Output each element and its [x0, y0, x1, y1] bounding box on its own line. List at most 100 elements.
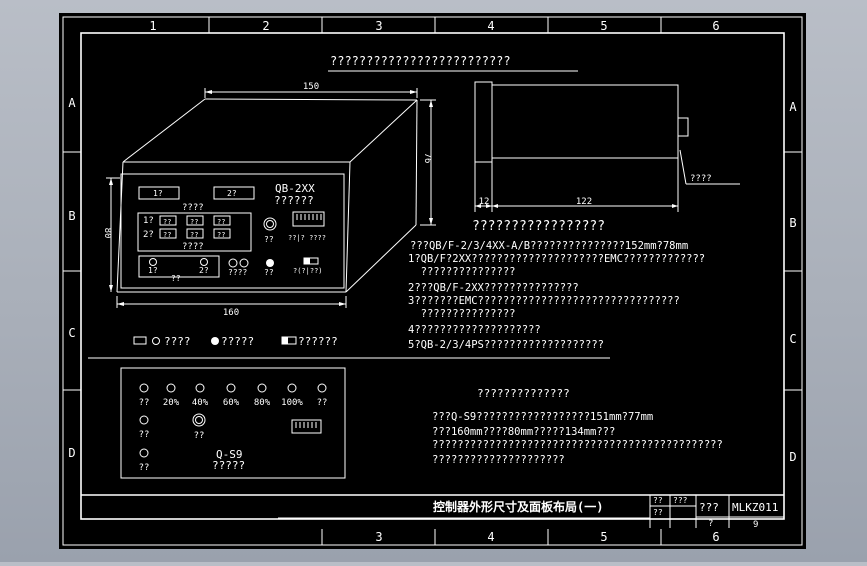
right-zone-strip: A B C D [784, 100, 802, 464]
title-cell-2: ??? [673, 496, 688, 505]
knob-label: ?? [264, 235, 274, 244]
drawing-code: MLKZ011 [732, 501, 778, 514]
meter-2-label: 2? [227, 189, 237, 198]
zone-bottom-4: 4 [487, 530, 494, 544]
zone-col-2: 2 [262, 19, 269, 33]
cell-r2c1: ?? [163, 231, 171, 239]
row-1-label: 1? [143, 216, 154, 226]
dim-front-height-left: 80 [102, 228, 112, 239]
spec1-line-5: 3???????EMC?????????????????????????????… [408, 295, 680, 307]
cell-r2c3: ?? [217, 231, 225, 239]
qs9-knob: ?? [194, 431, 205, 441]
controller-side-view [474, 81, 740, 212]
zone-row-a-right: A [789, 100, 797, 114]
cell-r2c2: ?? [190, 231, 198, 239]
qs9-label-5: 80% [254, 398, 271, 408]
bottom-zone-strip: 3 4 5 6 [321, 529, 720, 545]
qs9-model: Q-S9 [216, 448, 243, 461]
spec1-line-7: 4???????????????????? [408, 324, 541, 336]
cell-r1c3: ?? [217, 218, 225, 226]
front-model-sub: ?????? [274, 194, 314, 207]
title-block [81, 494, 784, 528]
qs9-label-4: 60% [223, 398, 240, 408]
dim-side-front: 12 [479, 197, 490, 207]
zone-bottom-5: 5 [600, 530, 607, 544]
zone-col-5: 5 [600, 19, 607, 33]
controller-isometric [106, 88, 436, 308]
qs9-label-7: ?? [317, 398, 328, 408]
spec2-line-4: ????????????????????? [432, 454, 565, 466]
drawing-title: 控制器外形尺寸及面板布局(一) [433, 499, 603, 514]
cell-r1c1: ?? [163, 218, 171, 226]
spec1-heading: ????????????????? [472, 219, 605, 234]
qs9-label-1: ?? [139, 398, 150, 408]
zone-row-c-right: C [789, 332, 796, 346]
spec1-line-6: ??????????????? [408, 308, 515, 320]
front-panel-qb [137, 186, 325, 278]
left-zone-strip: A B C D [63, 96, 81, 460]
meter-1-label: 1? [153, 189, 163, 198]
spec1-line-1: ???QB/F-2/3/4XX-A/B???????????????152mm?… [410, 240, 688, 252]
outer-frame [62, 16, 803, 546]
qs9-label-3: 40% [192, 398, 209, 408]
spec2-line-3: ????????????????????????????????????????… [432, 439, 723, 451]
zone-col-4: 4 [487, 19, 494, 33]
zone-col-3: 3 [375, 19, 382, 33]
title-cell-1: ?? [653, 496, 663, 505]
sheet-background [59, 13, 806, 549]
zone-row-d-right: D [789, 450, 796, 464]
zone-col-1: 1 [149, 19, 156, 33]
zone-bottom-6: 6 [712, 530, 719, 544]
qs9-label-2: 20% [163, 398, 180, 408]
spec1-line-3: ??????????????? [408, 266, 515, 278]
spec2-line-2: ???160mm????80mm?????134mm??? [432, 426, 615, 438]
qs9-label-6: 100% [281, 398, 303, 408]
indicator-2-label: ?? [264, 268, 274, 277]
spec1-line-8: 5?QB-2/3/4PS??????????????????? [408, 339, 604, 351]
indicator-1-label: ???? [228, 268, 247, 277]
side-callout: ???? [690, 174, 712, 184]
title-cell-4: ??? [699, 501, 719, 514]
zone-row-d-left: D [68, 446, 75, 460]
row-2-label: 2? [143, 230, 154, 240]
dim-front-width-bottom: 160 [223, 308, 239, 318]
qs9-model-sub: ????? [212, 459, 245, 472]
switch-caption: ??|? ???? [288, 234, 326, 242]
front-model: QB-2XX [275, 182, 315, 195]
button-1-label: 1? [148, 266, 158, 275]
dim-front-width-top: 150 [303, 82, 319, 92]
dim-front-height-right: 76 [422, 153, 432, 164]
legend-item-3: ?????? [298, 335, 338, 348]
legend-item-2: ????? [221, 335, 254, 348]
indicator-3-label: ?(?|??) [293, 267, 323, 275]
spec1-line-4: 2???QB/F-2XX??????????????? [408, 282, 579, 294]
spec1-line-2: 1?QB/F?2XX?????????????????????EMC??????… [408, 253, 705, 265]
meter-caption: ???? [182, 203, 204, 213]
zone-row-b-left: B [68, 209, 75, 223]
zone-bottom-3: 3 [375, 530, 382, 544]
button-caption: ?? [171, 274, 181, 283]
top-zone-strip: 1 2 3 4 5 6 [149, 17, 720, 33]
zone-row-c-left: C [68, 326, 75, 340]
grid-caption: ???? [182, 242, 204, 252]
symbol-legend [133, 336, 297, 345]
qs9-left-2: ?? [139, 430, 150, 440]
panel-qs9 [120, 367, 346, 479]
sheet-number: 9 [753, 520, 758, 530]
legend-item-1: ???? [164, 335, 191, 348]
inner-frame [80, 32, 785, 520]
button-2-label: 2? [199, 266, 209, 275]
zone-row-b-right: B [789, 216, 796, 230]
zone-col-6: 6 [712, 19, 719, 33]
title-cell-3: ?? [653, 508, 663, 517]
qs9-left-3: ?? [139, 463, 150, 473]
spec2-heading: ?????????????? [477, 387, 570, 400]
spec2-line-1: ???Q-S9??????????????????151mm?77mm [432, 411, 653, 423]
dim-side-depth: 122 [576, 197, 592, 207]
title-cell-5: ? [708, 519, 713, 529]
zone-row-a-left: A [68, 96, 76, 110]
cell-r1c2: ?? [190, 218, 198, 226]
drawing-heading: ????????????????????????? [330, 54, 511, 68]
